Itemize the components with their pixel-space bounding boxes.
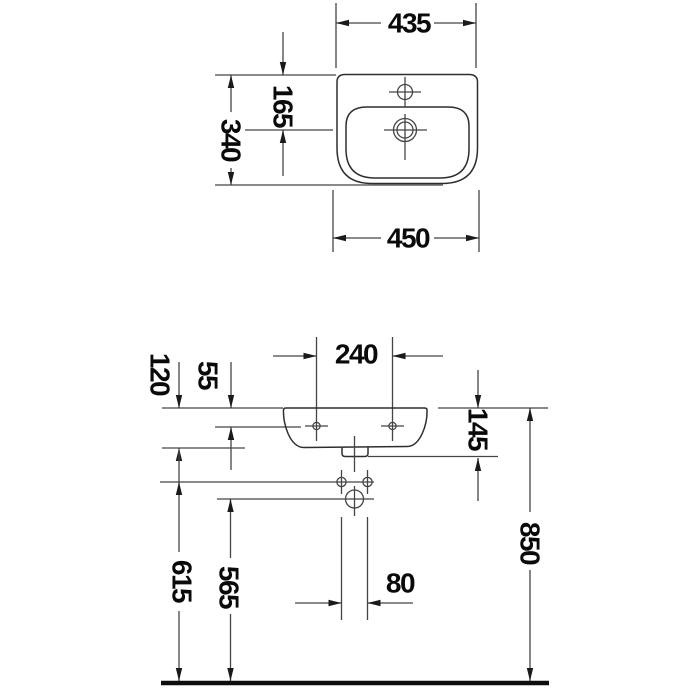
drain-hole <box>384 114 427 160</box>
fixing-hole-right <box>381 421 404 431</box>
supply-hole-left <box>336 470 347 494</box>
front-view: 240 <box>145 337 549 686</box>
dimension-drain-offset: 165 <box>268 32 299 176</box>
dim-label-depth: 340 <box>216 119 247 162</box>
dimension-rim-to-fixing-holes: 55 <box>193 361 235 470</box>
dimension-depth: 340 <box>216 75 247 185</box>
bowl-outline-plan <box>345 106 470 179</box>
tap-hole <box>389 77 421 107</box>
dim-label-supply-spacing: 80 <box>386 568 415 599</box>
dim-label-body-height: 120 <box>145 353 176 396</box>
dimension-rim-height: 850 <box>515 408 546 681</box>
dim-label-rim-height: 850 <box>515 522 546 565</box>
dim-label-trap-height: 565 <box>214 566 245 609</box>
fixing-hole-left <box>305 421 328 431</box>
dimension-fixing-hole-spacing: 240 <box>273 337 443 441</box>
basin-outline-plan <box>336 73 479 185</box>
dimension-rim-to-outlet: 145 <box>463 370 494 501</box>
dimension-supply-spacing: 80 <box>295 517 416 620</box>
dim-label-rim-to-fixing-holes: 55 <box>193 361 224 390</box>
dimension-trap-height: 565 <box>214 499 245 681</box>
dim-label-top-width: 435 <box>388 8 431 39</box>
supply-hole-right <box>362 470 373 494</box>
dimension-body-height: 120 <box>145 353 183 461</box>
dim-label-rim-to-outlet: 145 <box>463 408 494 451</box>
dimension-overall-width: 450 <box>332 190 480 254</box>
dim-label-fixing-hole-spacing: 240 <box>335 339 378 370</box>
plan-view: 435 450 340 165 <box>215 3 480 254</box>
dimension-supply-height: 615 <box>167 448 198 681</box>
dim-label-drain-offset: 165 <box>268 85 299 128</box>
dimension-top-width: 435 <box>335 3 477 68</box>
dim-label-supply-height: 615 <box>167 560 198 603</box>
basin-outline-front <box>282 407 428 449</box>
trap-connection <box>344 489 365 509</box>
dim-label-overall-width: 450 <box>387 223 430 254</box>
